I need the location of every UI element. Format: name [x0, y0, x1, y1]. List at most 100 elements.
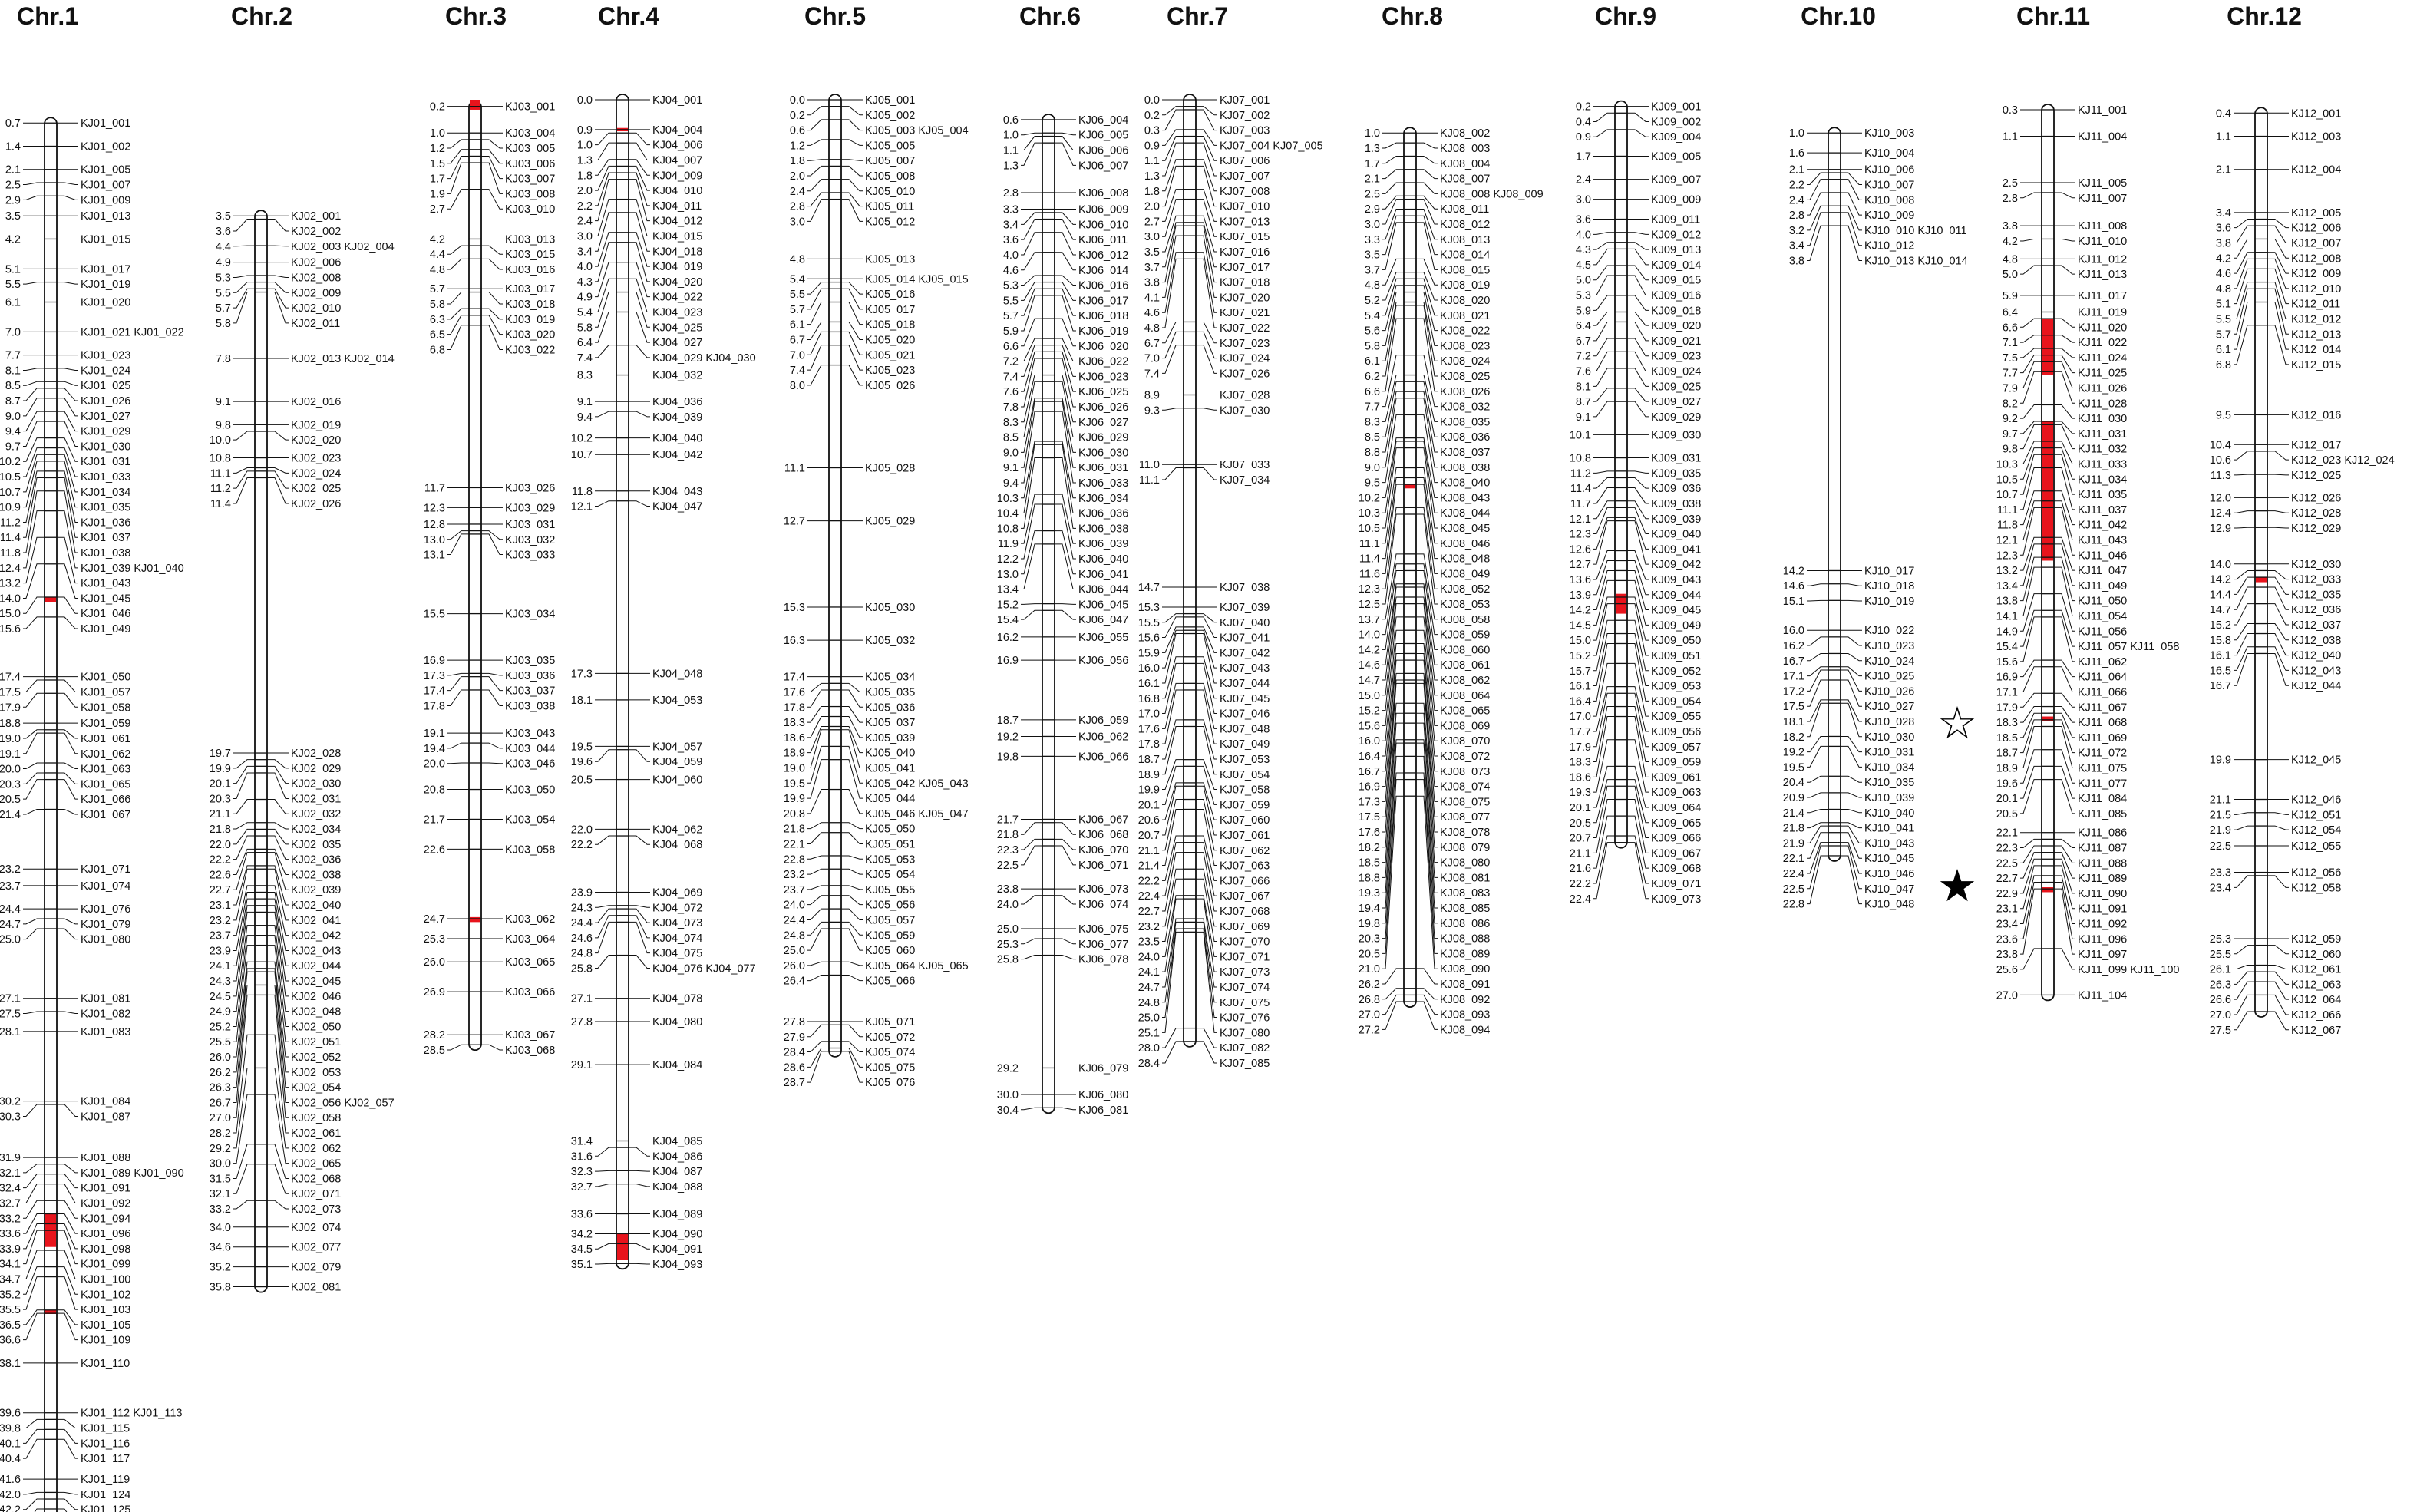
marker-position: 25.8: [997, 954, 1019, 966]
marker-leader-left: [1593, 716, 1615, 777]
marker-leader-right: [629, 311, 650, 343]
marker-name: KJ04_088: [652, 1181, 702, 1193]
marker-leader-right: [1841, 822, 1862, 829]
marker-position: 13.2: [1996, 565, 2018, 577]
chromosome-7: Chr.7KJ07_0010.0KJ07_0020.2KJ07_0030.3KJ…: [1138, 2, 1323, 1070]
marker-leader-left: [595, 278, 616, 312]
marker-leader-right: [1627, 662, 1649, 717]
marker-name: KJ11_032: [2078, 444, 2127, 456]
marker-position: 2.8: [1003, 187, 1019, 200]
marker-name: KJ02_010: [291, 302, 341, 315]
marker-position: 9.3: [1144, 404, 1160, 417]
marker-name: KJ09_042: [1651, 559, 1701, 571]
marker-name: KJ03_066: [505, 986, 555, 999]
marker-position: 32.1: [0, 1167, 21, 1180]
marker-position: 22.5: [1996, 857, 2018, 870]
marker-leader-right: [1416, 682, 1438, 833]
marker-leader-right: [841, 106, 863, 116]
marker-leader-left: [2020, 725, 2042, 768]
marker-leader-left: [1162, 725, 1184, 775]
marker-leader-right: [1841, 825, 1862, 843]
marker-leader-left: [1593, 579, 1615, 626]
marker-leader-right: [2267, 474, 2289, 476]
marker-leader-right: [2267, 971, 2289, 985]
marker-position: 34.6: [210, 1242, 231, 1254]
marker-name: KJ05_034: [865, 672, 915, 684]
marker-position: 24.7: [0, 919, 21, 931]
marker-leader-left: [1382, 702, 1404, 848]
marker-position: 16.1: [1138, 678, 1160, 690]
marker-name: KJ06_059: [1078, 715, 1128, 727]
marker-name: KJ01_081: [81, 993, 130, 1005]
marker-name: KJ08_012: [1440, 219, 1490, 231]
marker-leader-left: [1382, 398, 1404, 468]
marker-name: KJ04_078: [652, 993, 702, 1005]
marker-position: 0.3: [1144, 125, 1160, 137]
marker-leader-right: [2054, 749, 2075, 784]
marker-leader-right: [1841, 205, 1862, 231]
marker-name: KJ11_087: [2078, 843, 2127, 855]
marker-leader-left: [807, 745, 829, 784]
marker-position: 18.7: [997, 715, 1019, 727]
marker-leader-right: [1055, 338, 1076, 362]
marker-leader-right: [2267, 1011, 2289, 1031]
marker-position: 24.7: [1138, 982, 1160, 994]
marker-leader-left: [807, 706, 829, 723]
marker-position: 20.6: [1138, 814, 1160, 827]
marker-leader-left: [34, 1508, 45, 1512]
marker-leader-right: [57, 1223, 78, 1250]
marker-name: KJ08_011: [1440, 203, 1489, 216]
marker-position: 22.2: [210, 854, 231, 867]
marker-name: KJ01_098: [81, 1243, 130, 1256]
marker-leader-right: [57, 692, 78, 708]
marker-leader-right: [1416, 278, 1438, 316]
marker-name: KJ11_090: [2078, 888, 2127, 900]
marker-position: 11.8: [572, 486, 593, 498]
marker-name: KJ08_024: [1440, 355, 1490, 368]
marker-name: KJ02_050: [291, 1021, 341, 1033]
marker-leader-right: [1841, 702, 1862, 738]
marker-leader-left: [1162, 759, 1184, 791]
marker-name: KJ10_035: [1864, 777, 1914, 789]
marker-leader-right: [267, 971, 289, 1088]
marker-name: KJ04_062: [652, 824, 702, 836]
marker-position: 8.1: [1576, 381, 1591, 393]
marker-name: KJ11_085: [2078, 808, 2127, 820]
marker-position: 10.3: [1996, 458, 2018, 470]
marker-name: KJ12_012: [2291, 313, 2341, 325]
marker-leader-left: [233, 292, 255, 324]
marker-position: 14.2: [2210, 574, 2231, 586]
marker-position: 28.5: [424, 1045, 445, 1057]
marker-position: 0.0: [577, 94, 593, 107]
marker-leader-right: [841, 682, 863, 692]
marker-leader-right: [1416, 222, 1438, 270]
marker-name: KJ01_024: [81, 365, 130, 377]
marker-leader-left: [23, 1011, 45, 1015]
marker-leader-right: [267, 467, 289, 474]
marker-name: KJ01_110: [81, 1358, 130, 1370]
marker-name: KJ05_056: [865, 900, 915, 912]
chromosome-bar: [44, 117, 58, 1512]
marker-name: KJ08_092: [1440, 994, 1490, 1006]
marker-leader-left: [2020, 845, 2042, 863]
marker-name: KJ09_064: [1651, 802, 1701, 814]
marker-leader-left: [1162, 109, 1184, 131]
marker-leader-right: [841, 119, 863, 131]
marker-leader-right: [1841, 699, 1862, 722]
marker-position: 19.2: [997, 731, 1019, 743]
marker-leader-left: [1382, 795, 1404, 969]
marker-name: KJ09_024: [1651, 366, 1701, 378]
marker-name: KJ01_105: [81, 1319, 130, 1332]
marker-leader-left: [1382, 302, 1404, 361]
marker-position: 19.0: [0, 733, 21, 745]
marker-leader-left: [1382, 477, 1404, 560]
marker-leader-left: [447, 676, 469, 692]
marker-position: 1.8: [577, 170, 593, 182]
marker-position: 9.4: [577, 411, 593, 424]
marker-name: KJ12_030: [2291, 559, 2341, 571]
marker-position: 5.1: [2216, 299, 2231, 311]
marker-position: 18.9: [1138, 769, 1160, 781]
marker-position: 4.6: [1003, 265, 1019, 277]
marker-leader-left: [1162, 629, 1184, 669]
